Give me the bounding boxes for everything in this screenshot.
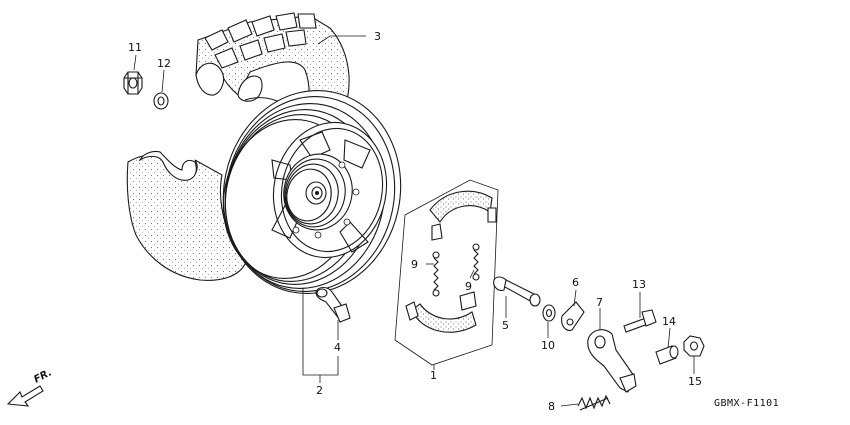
callout-14: 14 <box>662 315 676 328</box>
callout-15: 15 <box>688 375 702 388</box>
part-15-nut <box>683 335 705 357</box>
part-11-bolt <box>623 309 657 333</box>
part-12-nut <box>123 71 143 95</box>
part-9-spring-right <box>472 243 480 281</box>
callout-11: 13 <box>632 278 646 291</box>
part-4-valve <box>315 286 351 323</box>
part-13-washer <box>153 92 169 110</box>
part-7-arm <box>587 329 637 393</box>
part-10-washer <box>542 304 556 322</box>
callout-13: 12 <box>157 57 171 70</box>
callout-5: 5 <box>502 319 509 332</box>
callout-8: 8 <box>548 400 555 413</box>
callout-12: 11 <box>128 41 142 54</box>
callout-4: 4 <box>334 341 341 354</box>
callout-labels: 3 11 12 4 2 1 9 9 5 10 6 7 8 13 14 15 <box>128 30 702 413</box>
part-8-spring <box>577 394 611 411</box>
callout-9-right: 9 <box>465 280 472 293</box>
front-direction-arrow: FR. <box>6 367 54 407</box>
callout-2: 2 <box>316 384 323 397</box>
tire-lower-section <box>126 150 247 281</box>
callout-1: 1 <box>430 369 437 382</box>
callout-10: 10 <box>541 339 555 352</box>
callout-6: 6 <box>572 276 579 289</box>
part-5-cam <box>493 276 541 307</box>
part-9-spring-left <box>432 251 440 297</box>
direction-label: FR. <box>32 367 54 385</box>
callout-7: 7 <box>596 296 603 309</box>
part-14-collar <box>655 345 679 365</box>
brake-shoe-group <box>394 179 499 366</box>
part-6-plate <box>561 301 585 331</box>
wheel-rim <box>222 90 402 294</box>
callout-9-left: 9 <box>411 258 418 271</box>
callout-3: 3 <box>374 30 381 43</box>
leader-lines <box>133 35 695 407</box>
diagram-code: GBMX-F1101 <box>714 398 779 409</box>
